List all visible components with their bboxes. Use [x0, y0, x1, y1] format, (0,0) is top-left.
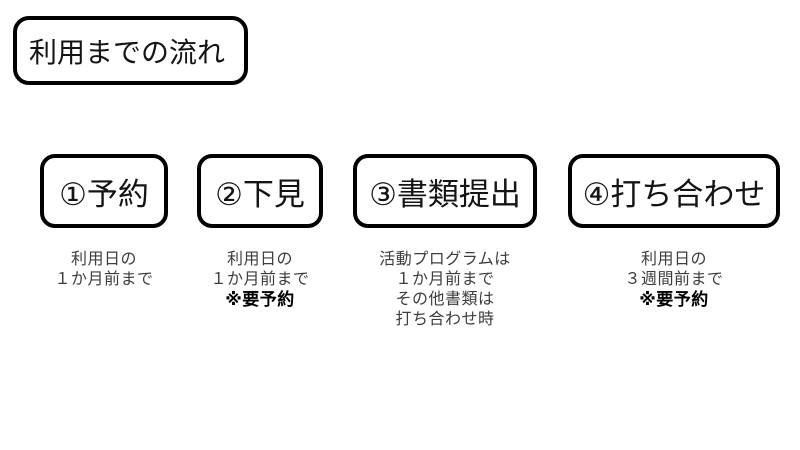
step-4-label: ④打ち合わせ	[582, 176, 766, 212]
desc-line: 活動プログラムは	[379, 251, 511, 268]
step-1-box: ①予約	[40, 154, 168, 228]
step-4-box: ④打ち合わせ	[568, 154, 780, 228]
desc-line: 利用日の	[640, 251, 707, 268]
desc-line: 打ち合わせ時	[395, 311, 495, 328]
desc-line: １か月前まで	[210, 271, 310, 288]
step-2-box: ②下見	[197, 154, 323, 228]
step-3-label: ③書類提出	[369, 176, 521, 212]
step-2-note: ※要予約	[225, 290, 295, 309]
title-box: 利用までの流れ	[13, 16, 248, 85]
step-column-meeting: ④打ち合わせ 利用日の ３週間前まで ※要予約	[568, 154, 780, 310]
desc-line: １か月前まで	[54, 271, 154, 288]
step-column-preview: ②下見 利用日の １か月前まで ※要予約	[197, 154, 323, 310]
step-4-description: 利用日の ３週間前まで ※要予約	[624, 250, 723, 310]
desc-line: 利用日の	[226, 251, 293, 268]
step-2-label: ②下見	[215, 176, 305, 212]
page-title: 利用までの流れ	[29, 36, 226, 68]
desc-line: その他書類は	[395, 291, 495, 308]
step-1-label: ①予約	[59, 176, 149, 212]
desc-line: 利用日の	[70, 251, 137, 268]
desc-line: １か月前まで	[395, 271, 495, 288]
step-4-note: ※要予約	[639, 290, 709, 309]
step-3-description: 活動プログラムは １か月前まで その他書類は 打ち合わせ時	[379, 250, 511, 330]
step-column-reservation: ①予約 利用日の １か月前まで	[40, 154, 168, 290]
desc-line: ３週間前まで	[624, 271, 724, 288]
step-column-documents: ③書類提出 活動プログラムは １か月前まで その他書類は 打ち合わせ時	[353, 154, 537, 330]
step-3-box: ③書類提出	[353, 154, 537, 228]
step-2-description: 利用日の １か月前まで ※要予約	[210, 250, 309, 310]
step-1-description: 利用日の １か月前まで	[54, 250, 153, 290]
